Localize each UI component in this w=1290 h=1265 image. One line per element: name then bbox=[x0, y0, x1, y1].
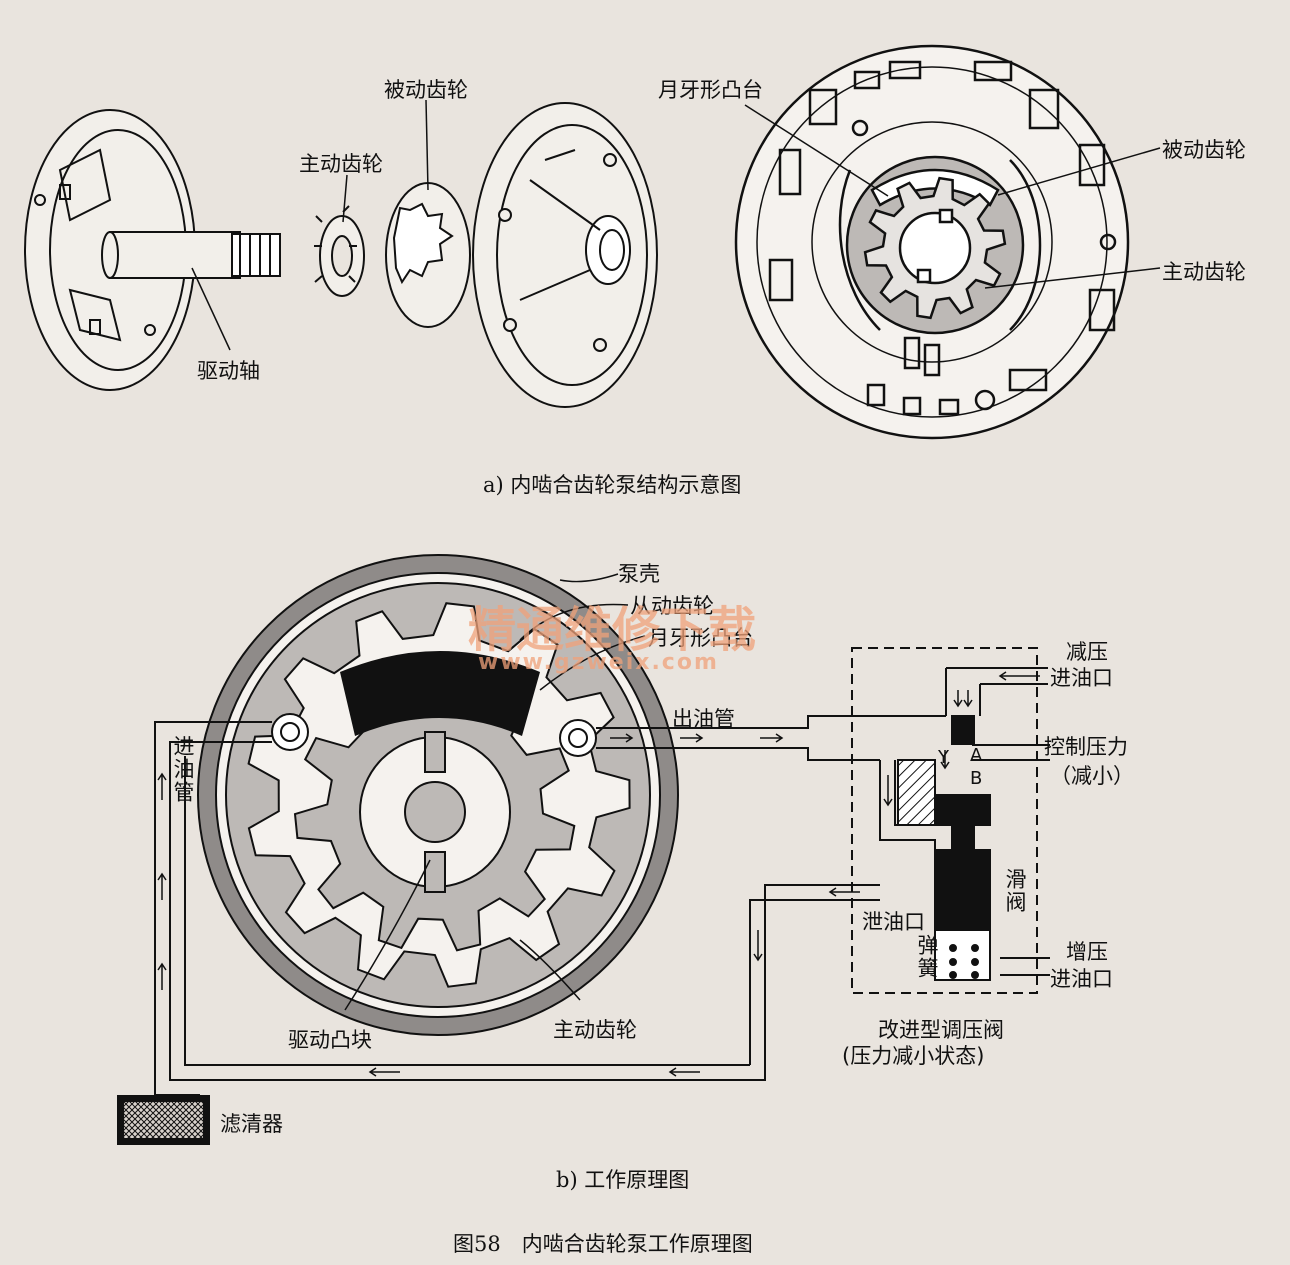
label-driven-gear-top: 被动齿轮 bbox=[384, 78, 468, 102]
label-drive-gear-top: 主动齿轮 bbox=[299, 152, 383, 176]
arrows bbox=[157, 671, 1040, 1077]
driven-gear-ring bbox=[385, 182, 471, 328]
label-spool: 滑阀 bbox=[1003, 868, 1027, 914]
label-drive-gear-b: 主动齿轮 bbox=[553, 1018, 637, 1042]
caption-a: a) 内啮合齿轮泵结构示意图 bbox=[483, 473, 742, 497]
drive-gear-small bbox=[314, 205, 365, 297]
watermark-title: 精通维修下载 bbox=[468, 602, 757, 658]
label-valve-name: 改进型调压阀 bbox=[878, 1018, 1004, 1042]
label-boost-inlet-1: 增压 bbox=[1066, 940, 1108, 964]
drive-gear-b bbox=[293, 671, 576, 952]
label-port-b: B bbox=[970, 768, 983, 789]
label-driven-gear-right: 被动齿轮 bbox=[1162, 138, 1246, 162]
spool-valve bbox=[897, 715, 991, 981]
label-pump-housing: 泵壳 bbox=[618, 562, 660, 586]
label-port-y: Y bbox=[938, 747, 949, 768]
drive-shaft bbox=[101, 231, 281, 279]
label-reduce-inlet-2: 进油口 bbox=[1050, 666, 1113, 690]
label-drain: 泄油口 bbox=[862, 910, 925, 934]
label-reduce-inlet-1: 减压 bbox=[1066, 640, 1108, 664]
leader-lines-a bbox=[191, 99, 1161, 351]
piping bbox=[154, 647, 1050, 1096]
label-crescent-b: 月牙形凸台 bbox=[648, 626, 753, 650]
label-drive-lug: 驱动凸块 bbox=[288, 1028, 372, 1052]
ports bbox=[271, 713, 597, 757]
label-drive-shaft: 驱动轴 bbox=[197, 359, 260, 383]
label-crescent-a: 月牙形凸台 bbox=[658, 78, 763, 102]
crescent-b bbox=[340, 651, 540, 736]
caption-b: b) 工作原理图 bbox=[556, 1168, 690, 1192]
filter bbox=[117, 1095, 210, 1145]
leader-lines-b bbox=[344, 573, 646, 1011]
drive-gear-face bbox=[863, 176, 1007, 320]
label-valve-state: (压力减小状态) bbox=[842, 1044, 985, 1068]
label-driven-gear-b: 从动齿轮 bbox=[630, 594, 714, 618]
label-spring: 弹簧 bbox=[915, 934, 939, 980]
label-outlet-pipe: 出油管 bbox=[672, 707, 735, 731]
figure-caption: 图58 内啮合齿轮泵工作原理图 bbox=[453, 1232, 753, 1256]
pump-body bbox=[472, 102, 658, 408]
label-control-pressure: 控制压力 bbox=[1044, 735, 1128, 759]
label-drive-gear-right: 主动齿轮 bbox=[1162, 260, 1246, 284]
watermark-url: www.gzweix.com bbox=[478, 650, 719, 675]
label-boost-inlet-2: 进油口 bbox=[1050, 967, 1113, 991]
label-reduced: （减小） bbox=[1050, 764, 1134, 788]
label-port-a: A bbox=[970, 745, 983, 766]
label-filter: 滤清器 bbox=[220, 1112, 283, 1136]
label-inlet-pipe: 进油管 bbox=[171, 735, 195, 804]
